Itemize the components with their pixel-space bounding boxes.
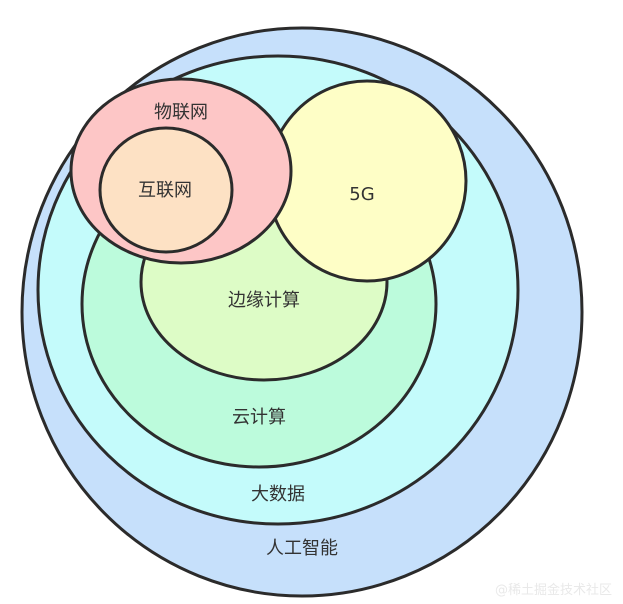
label-iot: 物联网: [154, 102, 208, 123]
label-ai: 人工智能: [266, 538, 338, 559]
label-internet: 互联网: [138, 180, 192, 201]
label-cloud: 云计算: [232, 407, 286, 428]
label-big-data: 大数据: [251, 484, 305, 505]
label-edge: 边缘计算: [228, 290, 300, 311]
region-internet: [98, 126, 234, 254]
watermark-text: @稀土掘金技术社区: [495, 582, 612, 598]
label-5g: 5G: [349, 184, 374, 205]
region-5g: [266, 79, 468, 283]
